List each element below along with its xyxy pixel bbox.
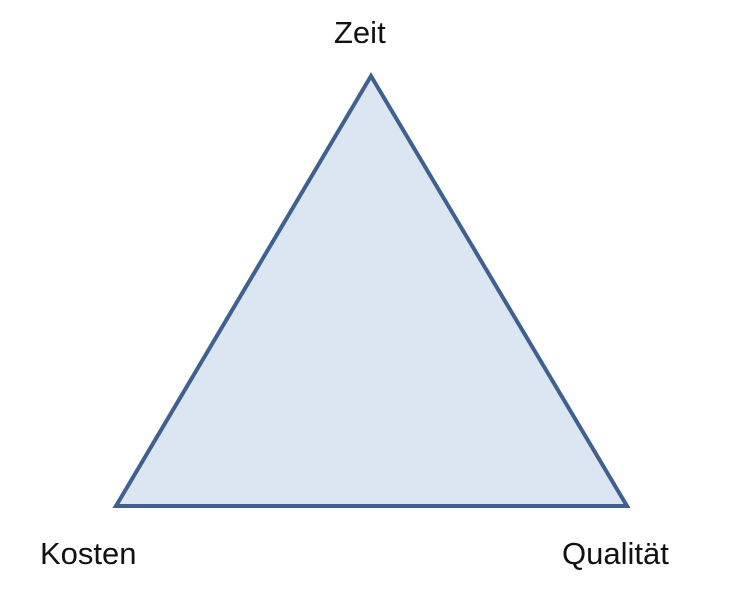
vertex-label-cost: Kosten bbox=[40, 536, 137, 571]
project-triangle bbox=[112, 72, 631, 508]
vertex-label-quality: Qualität bbox=[562, 536, 669, 571]
vertex-label-time: Zeit bbox=[334, 15, 386, 50]
